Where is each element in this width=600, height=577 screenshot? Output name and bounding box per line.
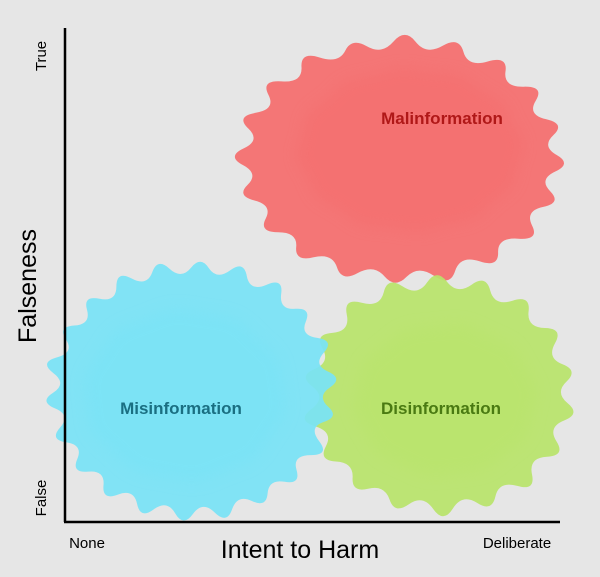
y-axis-title: Falseness [14, 229, 42, 343]
y-axis-min-label: False [33, 480, 50, 517]
y-axis-max-label: True [33, 41, 50, 71]
x-axis-min-label: None [69, 535, 105, 552]
x-axis-title: Intent to Harm [221, 536, 379, 564]
x-axis-max-label: Deliberate [483, 535, 551, 552]
misinformation-label: Misinformation [120, 399, 242, 418]
region-blobs [46, 34, 574, 521]
disinformation-core [353, 324, 537, 476]
misinformation-core [84, 308, 286, 482]
disinformation-label: Disinformation [381, 399, 501, 418]
malinformation-label: Malinformation [381, 109, 503, 128]
malinformation-core [297, 68, 524, 232]
